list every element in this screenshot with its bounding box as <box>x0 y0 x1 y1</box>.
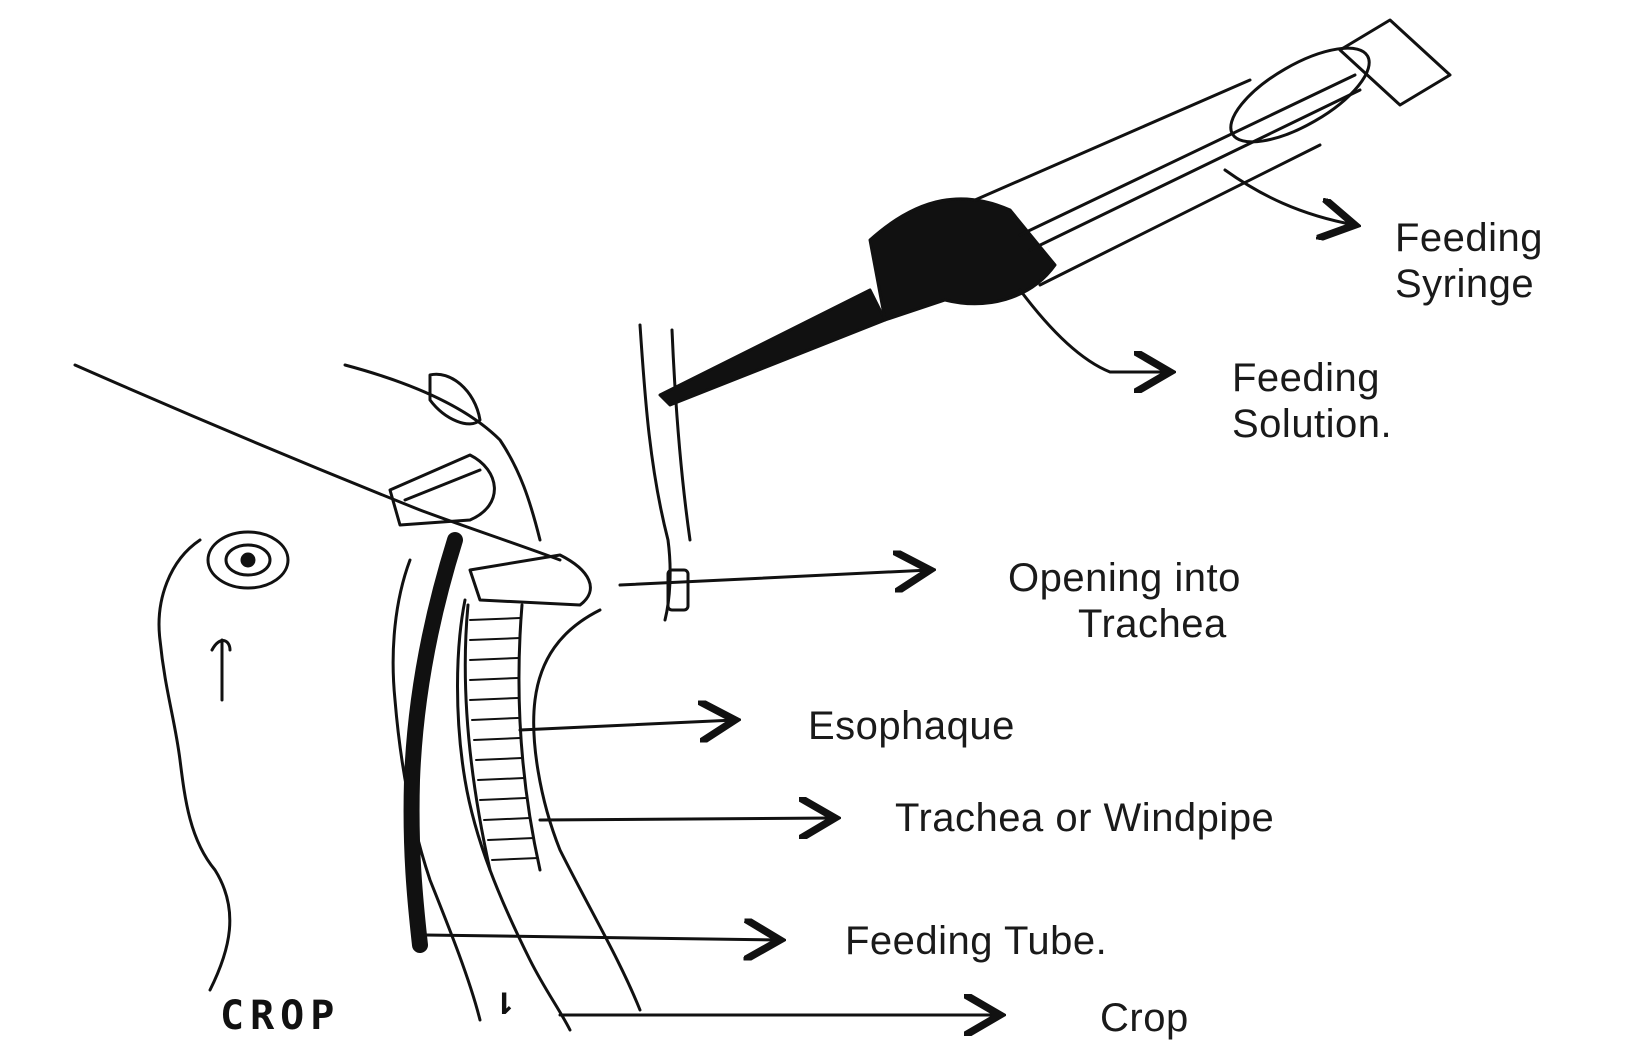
handwritten-crop-arrow: ⇂ <box>492 978 522 1024</box>
syringe-barrel-bottom <box>1040 145 1320 285</box>
syringe-barrel-top <box>975 80 1250 200</box>
syringe-leader <box>1225 170 1355 225</box>
solution-leader <box>1020 290 1170 372</box>
neck-front-outline <box>534 610 640 1010</box>
syringe-plunger-rod-2 <box>1030 90 1360 250</box>
head-top-outline <box>75 365 560 560</box>
tube-guide-line <box>640 325 670 620</box>
label-feeding-tube: Feeding Tube. <box>845 918 1107 964</box>
upper-beak-outline <box>345 365 540 540</box>
label-trachea: Trachea or Windpipe <box>895 795 1274 841</box>
tube-leader <box>425 935 780 940</box>
lower-beak <box>390 455 494 525</box>
label-crop: Crop <box>1100 995 1189 1041</box>
label-opening-into-trachea: Opening into Trachea <box>1008 555 1241 647</box>
esophagus-leader <box>520 720 735 730</box>
label-esophagus: Esophaque <box>808 703 1015 749</box>
syringe-nozzle <box>660 290 885 405</box>
glottis-opening <box>470 555 590 605</box>
label-feeding-solution: Feeding Solution. <box>1232 355 1392 447</box>
head-back-outline <box>159 540 230 990</box>
syringe-flange <box>1217 30 1382 160</box>
trachea-right-wall <box>519 605 540 870</box>
trachea-leader <box>540 818 835 820</box>
tube-guide-line-2 <box>672 330 690 540</box>
handwritten-crop-mark: CROP <box>220 993 340 1039</box>
eye-pupil <box>242 554 254 566</box>
label-feeding-syringe: Feeding Syringe <box>1395 215 1543 307</box>
beak-inner <box>405 470 480 500</box>
neck-mid-outline <box>458 600 571 1030</box>
